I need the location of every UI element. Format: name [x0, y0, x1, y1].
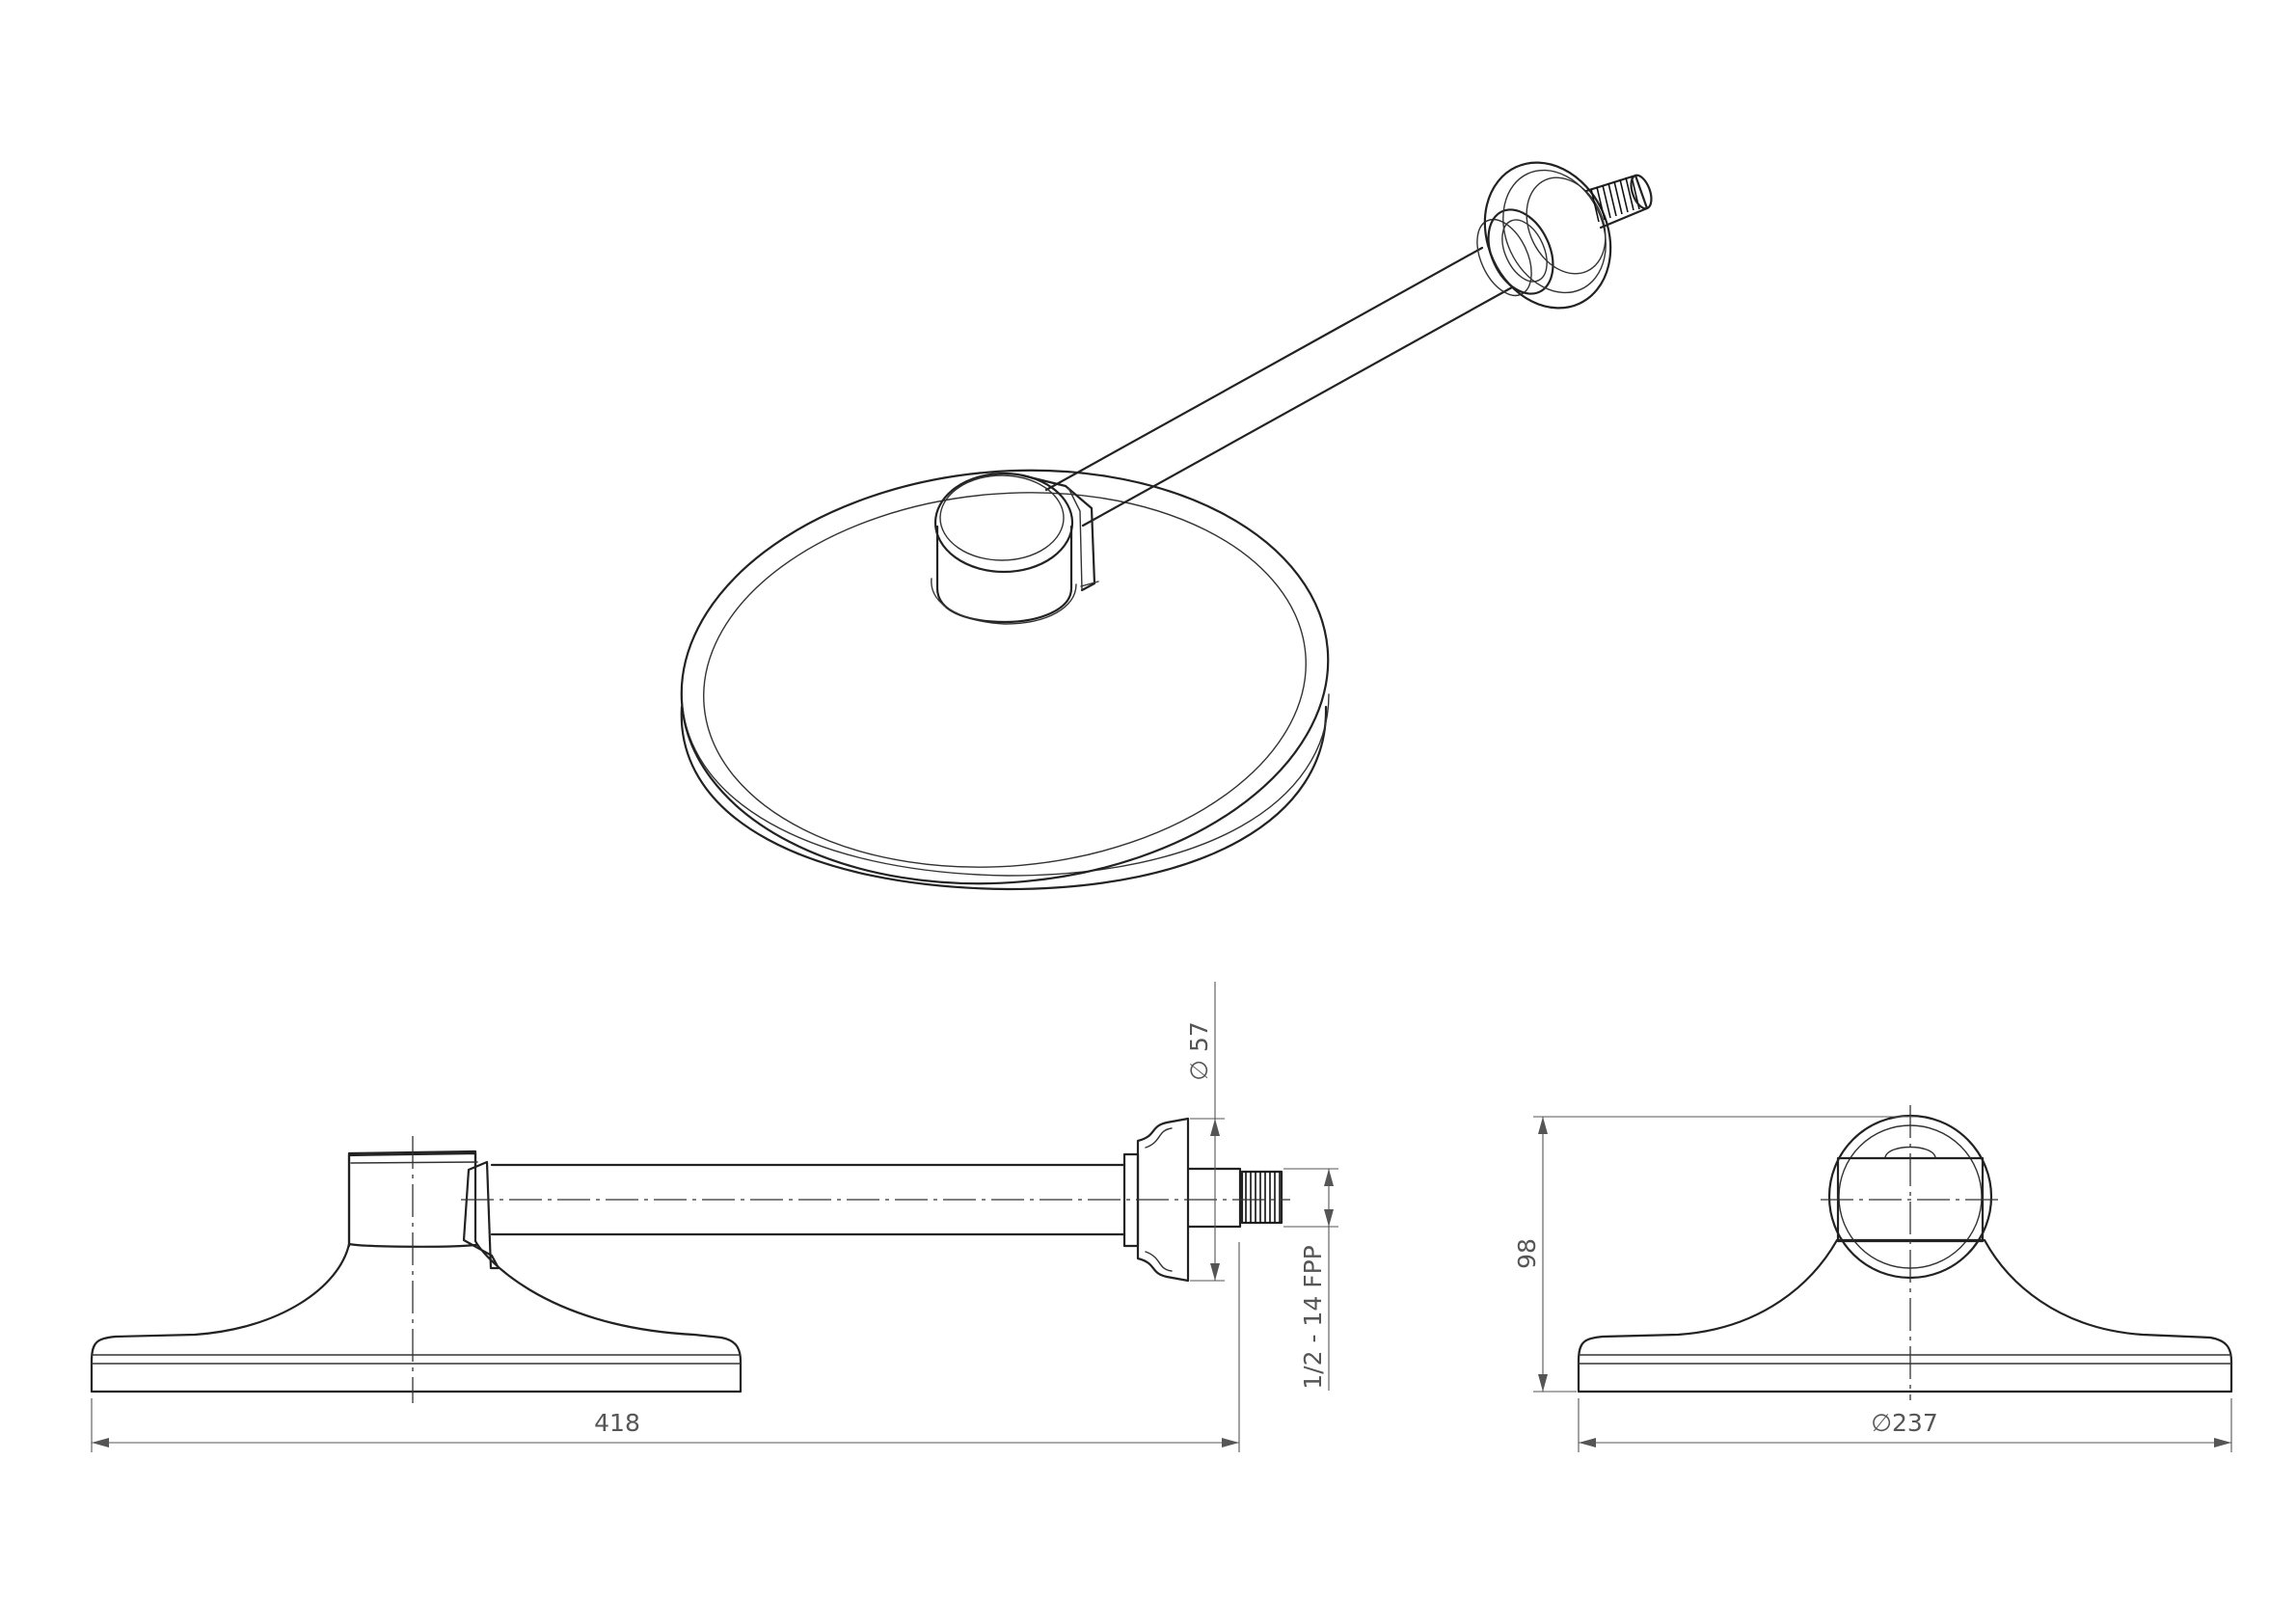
iso-arm-collar: [1476, 218, 1532, 297]
front-base: [1577, 1238, 2233, 1393]
side-flange-inner: [1145, 1127, 1173, 1272]
side-clip: [462, 1160, 500, 1270]
dim-flange-diameter: ∅ 57: [1185, 1021, 1213, 1081]
side-thread: [1240, 1170, 1283, 1225]
iso-flange-small-inner: [1501, 219, 1548, 283]
dim-thread-spec: 1/2 - 14 FPP: [1299, 1245, 1327, 1389]
iso-flange-large-inner: [1502, 169, 1607, 294]
iso-thread-nipple: [1584, 174, 1653, 230]
side-view: 418 ∅ 57 1/2 - 14 FPP: [90, 982, 1338, 1452]
iso-head-rim-bottom: [680, 705, 1328, 891]
dim-overall-length: 418: [594, 1409, 640, 1437]
iso-head-rim-mid: [681, 689, 1330, 877]
dim-head-diameter: ∅237: [1871, 1409, 1938, 1437]
isometric-view: [680, 161, 1653, 891]
iso-head-top-outer: [680, 469, 1330, 885]
iso-arm-bottom: [1081, 285, 1514, 527]
side-flange: [1136, 1117, 1190, 1283]
dim-head-height: 98: [1513, 1238, 1541, 1269]
iso-swivel-hub: [931, 472, 1099, 625]
side-base: [90, 1150, 743, 1393]
iso-flange-back: [1526, 176, 1607, 275]
iso-head-top-inner: [703, 492, 1307, 868]
front-view: 98 ∅237: [1513, 1105, 2233, 1452]
side-nipple-body: [1186, 1167, 1242, 1229]
side-hub-top: [350, 1161, 478, 1164]
iso-arm-top: [1044, 246, 1484, 492]
